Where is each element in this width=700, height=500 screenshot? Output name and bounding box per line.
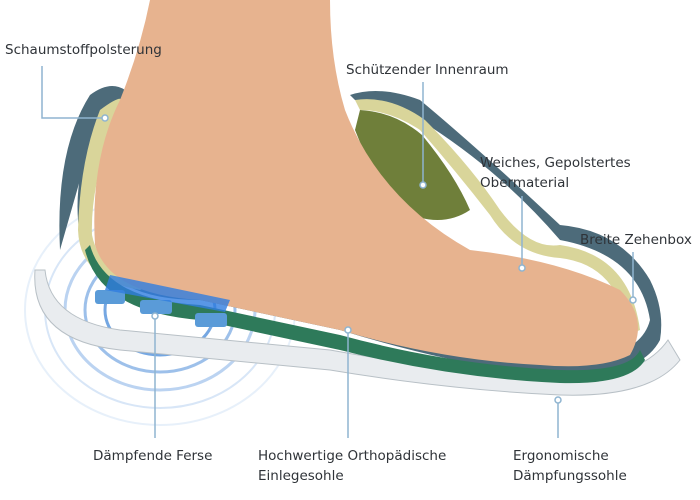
outsole: [34, 269, 681, 396]
label-cushioning-sole: Ergonomische Dämpfungssohle: [513, 446, 627, 486]
heel-foam-layer: [78, 98, 150, 290]
label-soft-upper-line2: Obermaterial: [480, 175, 570, 191]
label-insole-line2: Einlegesohle: [258, 468, 344, 484]
label-sole-line2: Dämpfungssohle: [513, 468, 627, 484]
label-insole-line1: Hochwertige Orthopädische: [258, 448, 447, 464]
label-cushioned-heel: Dämpfende Ferse: [93, 448, 213, 464]
foam-padding-layer: [355, 99, 640, 336]
interior-lining: [355, 110, 470, 220]
label-sole-line1: Ergonomische: [513, 448, 609, 464]
label-protective-interior: Schützender Innenraum: [346, 62, 509, 78]
leader-lines: [41, 66, 634, 438]
label-insole: Hochwertige Orthopädische Einlegesohle: [258, 446, 446, 486]
heel-gel-pads: [95, 275, 230, 327]
leader-dots: [101, 114, 637, 404]
label-wide-toe-box: Breite Zehenbox: [580, 232, 692, 248]
label-soft-upper-line1: Weiches, Gepolstertes: [480, 155, 631, 171]
foot: [94, 0, 639, 367]
label-soft-upper: Weiches, Gepolstertes Obermaterial: [480, 153, 631, 193]
label-foam-padding: Schaumstoffpolsterung: [5, 42, 162, 58]
